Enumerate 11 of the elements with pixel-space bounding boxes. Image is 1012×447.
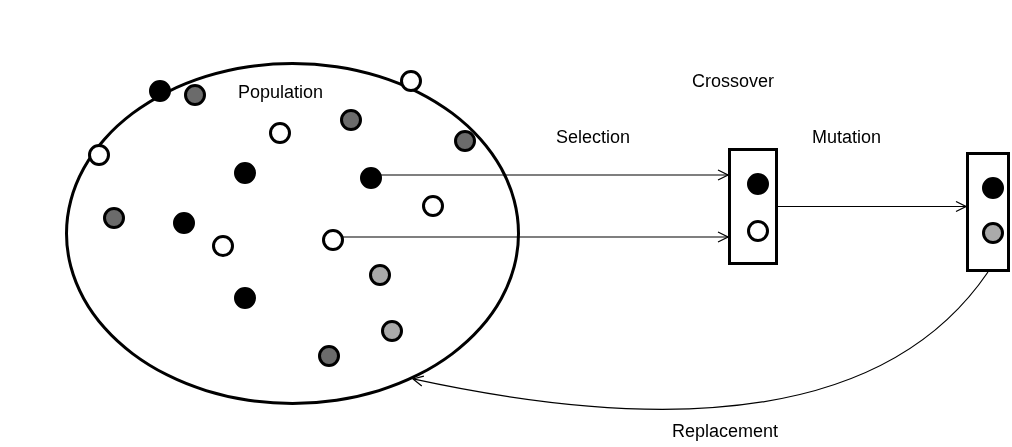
step-label: Replacement	[672, 420, 779, 443]
step-label: Mutation	[812, 126, 882, 149]
chromosome-box	[966, 152, 1010, 272]
node-caption: Crossover	[692, 70, 775, 93]
arrow	[412, 271, 989, 410]
chromosome-box	[728, 148, 778, 265]
arrow	[777, 200, 967, 213]
arrow	[340, 231, 729, 243]
arrow	[378, 169, 729, 181]
step-label: Selection	[556, 126, 631, 149]
node-label: Population	[238, 81, 324, 104]
